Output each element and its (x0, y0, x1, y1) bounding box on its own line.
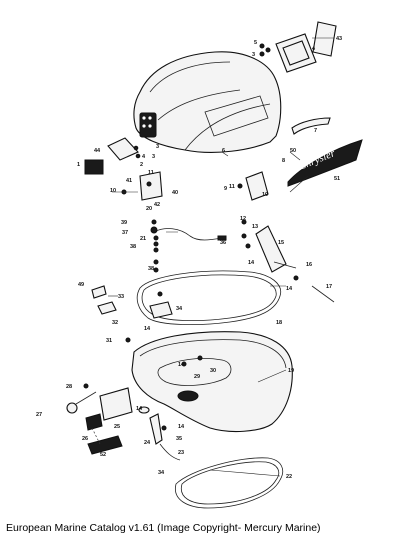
callout-14: 14 (248, 260, 255, 266)
callout-19: 19 (288, 368, 294, 374)
callout-3: 3 (156, 144, 159, 150)
label-decal-43 (312, 21, 337, 57)
lower-pan (125, 331, 293, 432)
callout-43: 43 (336, 36, 342, 42)
callout-51: 51 (334, 176, 340, 182)
latch-bracket (112, 171, 163, 201)
bracket-9 (237, 171, 269, 201)
cowl-seal (136, 270, 282, 326)
callout-11: 11 (148, 170, 154, 176)
rear-vent-plate (275, 33, 317, 73)
callout-30: 30 (210, 368, 216, 374)
callout-8: 8 (282, 158, 285, 164)
callout-32: 32 (112, 320, 118, 326)
callout-28: 28 (66, 384, 72, 390)
mount-23 (138, 406, 181, 461)
callout-22: 22 (286, 474, 292, 480)
callout-21: 21 (140, 236, 146, 242)
callout-49: 49 (78, 282, 84, 288)
image-caption: European Marine Catalog v1.61 (Image Cop… (6, 522, 321, 534)
callout-52: 52 (100, 452, 106, 458)
callout-14: 14 (144, 326, 151, 332)
callout-14: 14 (136, 406, 143, 412)
callout-39: 39 (121, 220, 127, 226)
callout-33: 33 (118, 294, 124, 300)
exploded-parts-diagram: Chrysler (36, 21, 363, 509)
callout-35: 35 (176, 436, 182, 442)
callout-14: 14 (178, 424, 185, 430)
callout-17: 17 (326, 284, 332, 290)
callout-3: 3 (252, 52, 255, 58)
callout-16: 16 (306, 262, 312, 268)
side-decal: Chrysler (287, 117, 363, 187)
right-linkage (241, 219, 335, 303)
callout-44: 44 (94, 148, 101, 154)
callout-25: 25 (114, 424, 120, 430)
callout-1: 1 (77, 162, 80, 168)
callout-11: 11 (229, 184, 235, 190)
callout-15: 15 (278, 240, 284, 246)
callout-6: 6 (222, 148, 225, 154)
callout-24: 24 (144, 440, 151, 446)
leader-lines (166, 37, 334, 477)
callout-3: 3 (152, 154, 155, 160)
latch-33 (91, 285, 173, 319)
callout-20: 20 (146, 206, 152, 212)
callout-38: 38 (130, 244, 136, 250)
callout-5: 5 (254, 40, 257, 46)
plates-lower (85, 387, 133, 455)
callout-14: 14 (286, 286, 293, 292)
front-plate (84, 137, 141, 175)
callout-10: 10 (110, 188, 116, 194)
callout-41: 41 (126, 178, 132, 184)
callout-12: 12 (240, 216, 246, 222)
callout-42: 42 (154, 202, 160, 208)
callout-14: 14 (178, 362, 185, 368)
screws-top (259, 43, 271, 57)
callout-4: 4 (142, 154, 146, 160)
link-rod (150, 219, 227, 273)
callout-26: 26 (82, 436, 88, 442)
callout-27: 27 (36, 412, 42, 418)
callout-13: 13 (252, 224, 258, 230)
callout-38: 38 (148, 266, 154, 272)
top-cowl (133, 51, 282, 153)
callout-40: 40 (172, 190, 178, 196)
callout-10: 10 (262, 192, 268, 198)
gasket-22 (175, 457, 284, 509)
callout-18: 18 (276, 320, 282, 326)
callout-7: 7 (314, 128, 317, 134)
callout-34: 34 (158, 470, 165, 476)
callout-4: 4 (312, 46, 316, 52)
callout-2: 2 (140, 162, 143, 168)
callout-50: 50 (290, 148, 296, 154)
callout-29: 29 (194, 374, 200, 380)
callout-34: 34 (176, 306, 183, 312)
callouts: 43 4 5 3 3 6 44 1 4 2 3 7 50 8 51 10 41 … (36, 36, 342, 480)
callout-37: 37 (122, 230, 128, 236)
callout-36: 36 (220, 240, 226, 246)
callout-23: 23 (178, 450, 184, 456)
callout-9: 9 (224, 186, 227, 192)
callout-31: 31 (106, 338, 112, 344)
knob-27 (66, 383, 97, 414)
